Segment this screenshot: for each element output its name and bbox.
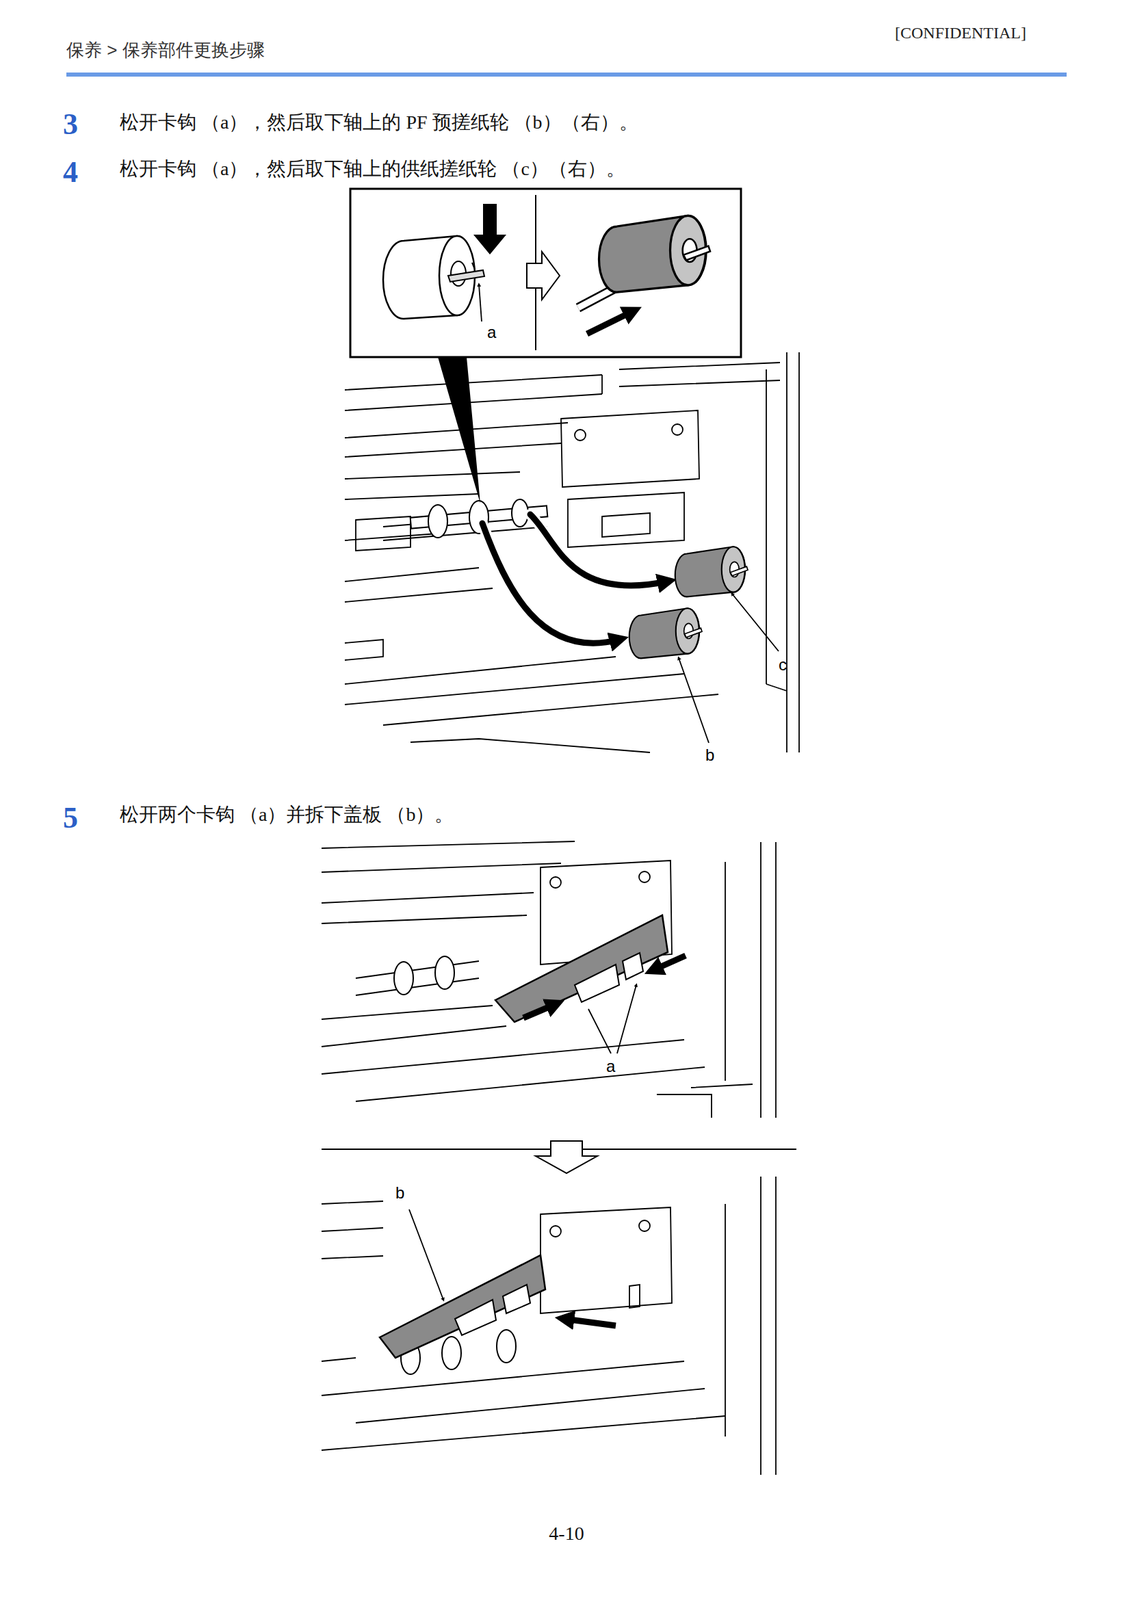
page-number: 4-10 [548, 1522, 584, 1546]
cover-plate [495, 915, 668, 1023]
page-header: 保养 > 保养部件更换步骤 [66, 39, 265, 61]
machine-interior [321, 841, 776, 1118]
inset-frame [350, 188, 741, 358]
feed-shaft [394, 956, 455, 995]
callout-letter: a [606, 1057, 616, 1077]
cover-hook [574, 953, 644, 1003]
callout-letter: a [487, 322, 497, 343]
leader-line [732, 593, 779, 652]
inset-roller [578, 215, 711, 308]
step-text: 松开卡钩 （a），然后取下轴上的 PF 预搓纸轮 （b）（右）。 [119, 110, 639, 135]
cover-hook [454, 1284, 531, 1336]
leader-line [478, 284, 482, 322]
header-rule [66, 72, 1067, 77]
confidential-mark: [CONFIDENTIAL] [894, 23, 1027, 44]
install-arrow [587, 311, 633, 334]
cover-plate [379, 1255, 546, 1359]
machine-interior [344, 352, 800, 753]
step-number: 4 [62, 154, 78, 191]
step-number: 3 [62, 106, 78, 143]
machine-interior [321, 1176, 776, 1476]
step-text: 松开两个卡钩 （a）并拆下盖板 （b）。 [119, 803, 454, 827]
leader-line [588, 985, 637, 1054]
callout-letter: c [778, 655, 787, 676]
step-number: 5 [62, 800, 78, 837]
remove-arrow [564, 1319, 616, 1326]
callout-letter: b [705, 745, 715, 766]
release-arrow [653, 955, 686, 971]
callout-wedge [437, 357, 481, 504]
step-arrow [535, 1141, 598, 1174]
leader-line [678, 658, 709, 744]
step-text: 松开卡钩 （a），然后取下轴上的供纸搓纸轮 （c）（右）。 [119, 157, 626, 181]
feed-roller [675, 546, 748, 597]
leader-line [409, 1209, 444, 1300]
callout-letter: b [395, 1183, 405, 1204]
press-arrow [473, 203, 507, 255]
pf-roller [629, 608, 702, 659]
release-arrow [523, 1004, 556, 1019]
step-arrow [526, 251, 560, 300]
inset-roller [383, 236, 485, 328]
